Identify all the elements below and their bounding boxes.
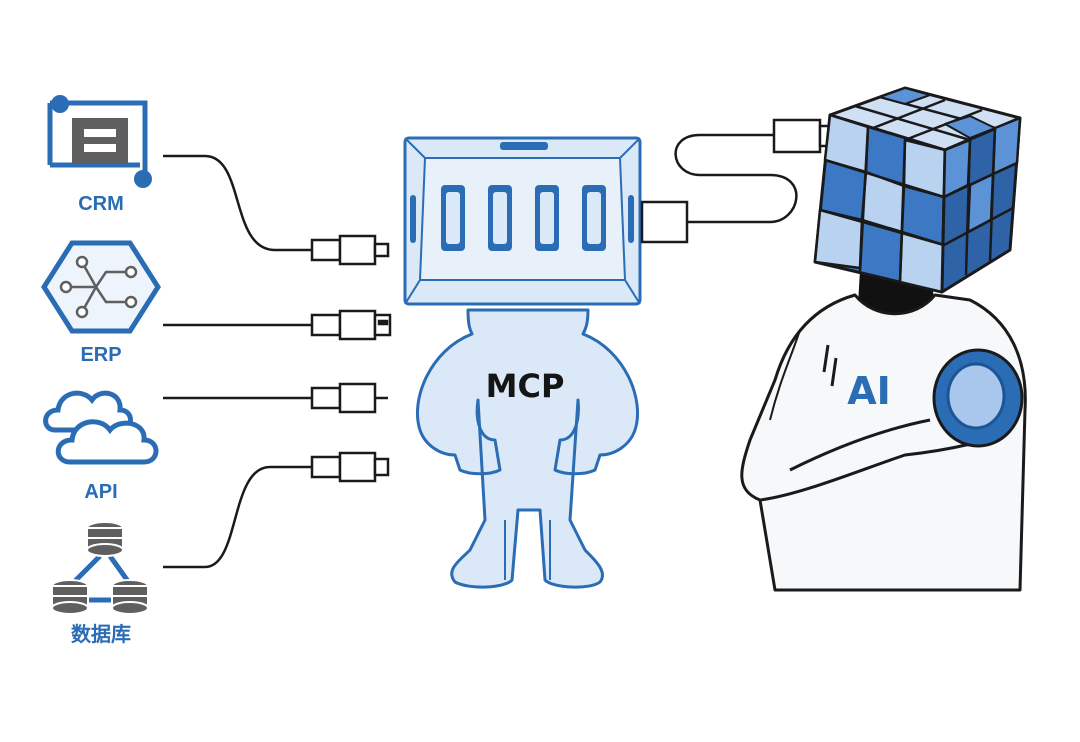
usb-plug-icon [310, 234, 390, 266]
usb-plug-icon [310, 382, 388, 414]
source-label-api: API [84, 481, 117, 503]
usb-plug-icon [310, 451, 390, 483]
mcp-hub-character: MCP [403, 136, 642, 589]
source-label-erp: ERP [80, 344, 121, 366]
database-cluster-icon [51, 521, 149, 615]
cable-crm [163, 154, 312, 252]
usb-plug-icon [310, 309, 392, 341]
ai-label: AI [847, 369, 891, 413]
cable-database [163, 465, 312, 569]
mcp-body [415, 308, 640, 589]
source-label-crm: CRM [78, 193, 124, 215]
mcp-label: MCP [486, 367, 565, 405]
source-cables [163, 154, 312, 569]
hub-to-ai-cable [640, 118, 834, 244]
usb-plug-icon [772, 118, 834, 154]
source-label-database: 数据库 [71, 622, 131, 646]
circuit-hexagon-icon [41, 240, 161, 334]
cube-head-icon [813, 86, 1022, 294]
ai-agent-character: AI [740, 86, 1027, 592]
shoulder-badge-icon [932, 348, 1024, 448]
cloud-icon [43, 390, 159, 465]
crm-icon [47, 95, 152, 188]
